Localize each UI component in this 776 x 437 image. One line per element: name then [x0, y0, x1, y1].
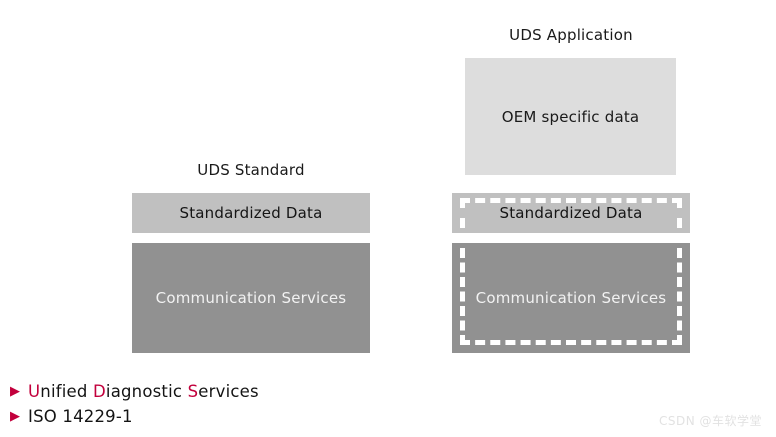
triangle-bullet-icon: ▶: [10, 409, 20, 424]
left-layer-communication-services: Communication Services: [132, 243, 370, 353]
uds-standard-title: UDS Standard: [197, 161, 305, 179]
right-layer-oem-specific-data: OEM specific data: [465, 58, 676, 175]
right-layer-standardized-data-label: Standardized Data: [499, 204, 643, 222]
bullet-text-iso: ISO 14229-1: [28, 407, 133, 426]
bullet-plain-ervices: ervices: [198, 382, 259, 401]
bullet-plain-nified: nified: [40, 382, 93, 401]
right-layer-oem-specific-data-label: OEM specific data: [501, 107, 640, 126]
right-layer-standardized-data: Standardized Data: [452, 193, 690, 233]
triangle-bullet-icon: ▶: [10, 384, 20, 399]
bullet-list: ▶ Unified Diagnostic Services ▶ ISO 1422…: [10, 379, 259, 429]
bullet-accent-d: D: [93, 382, 106, 401]
list-item: ▶ Unified Diagnostic Services: [10, 379, 259, 404]
left-layer-standardized-data-label: Standardized Data: [179, 204, 323, 222]
bullet-accent-s: S: [187, 382, 199, 401]
bullet-accent-u: U: [28, 382, 41, 401]
uds-application-title: UDS Application: [509, 26, 633, 44]
right-layer-communication-services: Communication Services: [452, 243, 690, 353]
bullet-plain-iagnostic: iagnostic: [105, 382, 188, 401]
left-layer-communication-services-label: Communication Services: [155, 289, 347, 307]
left-layer-standardized-data: Standardized Data: [132, 193, 370, 233]
bullet-text-uds: Unified Diagnostic Services: [28, 382, 259, 401]
list-item: ▶ ISO 14229-1: [10, 404, 259, 429]
csdn-watermark: CSDN @车软学堂: [658, 414, 762, 428]
right-layer-communication-services-label: Communication Services: [475, 289, 667, 307]
